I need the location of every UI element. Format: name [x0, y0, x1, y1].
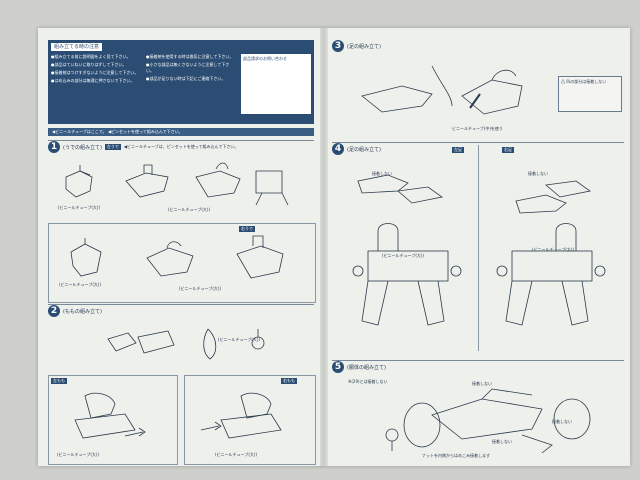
step-title: (うでの組み立て): [63, 144, 102, 151]
part-label: 接着しない: [528, 171, 548, 176]
left-leg-tag: 左足: [452, 147, 464, 153]
part-label: (ビニールチューブ(大)): [59, 282, 102, 287]
step-number: 1: [48, 141, 60, 153]
right-arm-tag: 右うで: [239, 226, 255, 232]
note-line: ●はめ込みの部分は無理に押さないで下さい。: [51, 78, 135, 83]
part-label: 接着しない: [372, 171, 392, 176]
left-thigh-illustration: [74, 392, 146, 439]
right-leg-illustration: [496, 180, 606, 326]
part-label: (ビニールチューブ(大)): [58, 205, 101, 210]
right-thigh-illustration: [200, 392, 282, 439]
part-label: (ビニールチューブ(大)): [532, 247, 575, 252]
left-arm-illustration: [65, 162, 289, 206]
step-number: 4: [332, 143, 344, 155]
right-page: 3 (足の組み立て) ビニールチューブ(中)を使う 凸 凹の部分は接着しない 4…: [328, 28, 630, 466]
part-label: (ビニールチューブ(大)): [218, 337, 261, 342]
right-leg-tag: 右足: [502, 147, 514, 153]
left-leg-illustration: [352, 174, 462, 326]
part-label: 接着しない: [492, 439, 512, 444]
left-arm-tag: 左うで: [104, 144, 121, 150]
step-1-arm-assembly: 1 (うでの組み立て) 左うで ◀ビニールチューブは、ピンセットを使って組み込ん…: [48, 140, 316, 303]
detail-callout: 凸 凹の部分は接着しない: [558, 76, 622, 112]
right-arm-panel: 右うで (ビニールチューブ(大)) (ビニールチューブ(大)): [48, 223, 316, 303]
step-title: (ももの組み立て): [63, 308, 102, 315]
foot-assembly-illustration: [361, 65, 523, 115]
step-2-thigh-assembly: 2 (ももの組み立て) (ビニールチューブ(大)) 左もも: [48, 304, 316, 465]
left-thigh-panel: 左もも (ビニールチューブ(大)): [48, 375, 178, 465]
note-line: ●接着剤はつけすぎないように注意して下さい。: [51, 70, 139, 75]
notes-column-1: ●組み立てる前に説明図をよく見て下さい。 ●部品はていねいに取りはずして下さい。…: [51, 54, 142, 114]
left-thigh-tag: 左もも: [51, 378, 67, 384]
step-title: (足の組み立て): [347, 43, 381, 50]
part-label: ナットを内側からはめこみ接着します: [422, 453, 490, 458]
column-divider: [478, 145, 479, 351]
part-label: (ビニールチューブ(大)): [168, 207, 211, 212]
right-arm-illustration: [70, 235, 284, 279]
step-title: (胴体の組み立て): [347, 364, 386, 371]
step-3-foot-assembly: 3 (足の組み立て) ビニールチューブ(中)を使う 凸 凹の部分は接着しない: [332, 40, 624, 136]
notes-column-2: ●接着剤を使用する時は換気に注意して下さい。 ●小さな部品は無くさないように注意…: [146, 54, 237, 114]
part-label: (ビニールチューブ(大)): [179, 286, 222, 291]
right-thigh-tag: 右もも: [281, 378, 297, 384]
part-label: (ビニールチューブ(大)): [57, 452, 100, 457]
parts-request-box: 部品請求のお問い合わせ: [241, 54, 311, 114]
step-note: ※(29)とは接着しない: [348, 379, 388, 384]
tube-banner: ◀ビニールチューブはここで。 ◀ピンセットを使って組み込んで下さい。: [48, 128, 314, 136]
assembly-notes-panel: 組み立てる時の注意 ●組み立てる前に説明図をよく見て下さい。 ●部品はていねいに…: [48, 40, 314, 124]
note-line: ●部品はていねいに取りはずして下さい。: [51, 62, 127, 67]
step-number: 5: [332, 361, 344, 373]
left-page: 組み立てる時の注意 ●組み立てる前に説明図をよく見て下さい。 ●部品はていねいに…: [38, 28, 320, 466]
step-note: ◀ビニールチューブは、ピンセットを使って組み込んで下さい。: [123, 144, 239, 149]
note-line: ●部品が足りない時は下記にご連絡下さい。: [146, 76, 226, 81]
right-thigh-panel: 右もも (ビニールチューブ(大)): [184, 375, 316, 465]
part-label: (ビニールチューブ(大)): [382, 253, 425, 258]
step-number: 2: [48, 305, 60, 317]
part-label: ビニールチューブ(中)を使う: [452, 126, 503, 131]
thigh-parts-illustration: [107, 328, 265, 360]
instruction-booklet: 組み立てる時の注意 ●組み立てる前に説明図をよく見て下さい。 ●部品はていねいに…: [38, 28, 630, 466]
booklet-spine: [320, 28, 328, 466]
step-number: 3: [332, 40, 344, 52]
body-assembly-illustration: [385, 388, 591, 454]
step-title: (足の組み立て): [347, 146, 381, 153]
note-line: ●接着剤を使用する時は換気に注意して下さい。: [146, 54, 234, 59]
part-label: 接着しない: [552, 419, 572, 424]
part-label: 接着しない: [472, 381, 492, 386]
note-line: ●小さな部品は無くさないように注意して下さい。: [146, 62, 230, 73]
note-line: ●組み立てる前に説明図をよく見て下さい。: [51, 54, 131, 59]
step-5-body-assembly: 5 (胴体の組み立て) ※(29)とは接着しない 接着しない 接着しない 接着し…: [332, 360, 624, 465]
part-label: (ビニールチューブ(大)): [215, 452, 258, 457]
notes-title: 組み立てる時の注意: [51, 43, 103, 51]
step-4-leg-assembly: 4 (足の組み立て) 左足 右足 接着しない (ビニールチューブ(大)): [332, 142, 624, 357]
